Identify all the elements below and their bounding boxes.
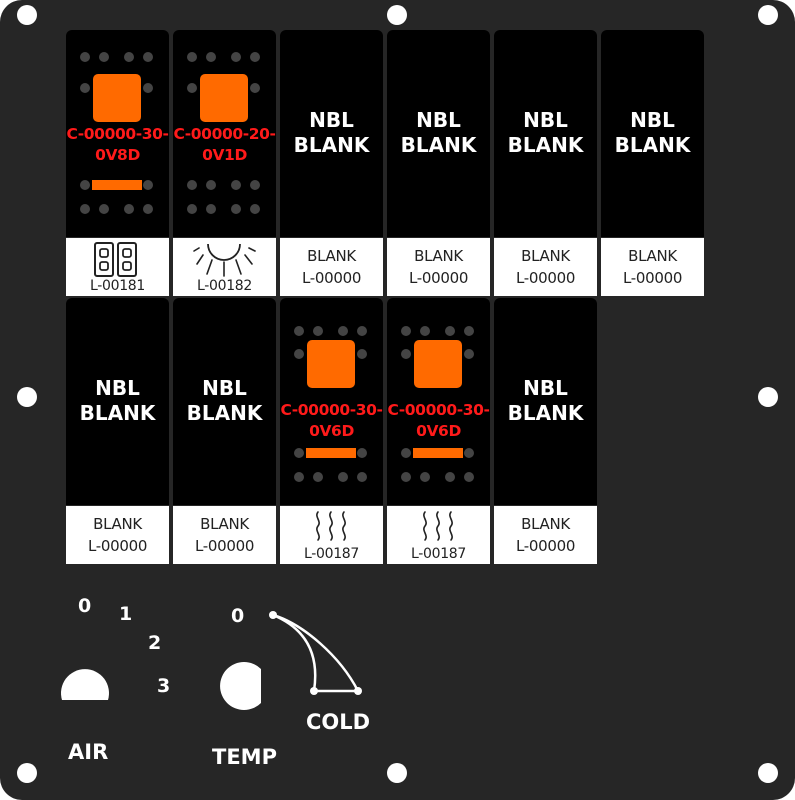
switch-legend-label: BLANK L-00000 bbox=[494, 506, 597, 564]
air-position-0: 0 bbox=[78, 595, 92, 617]
label-code: L-00000 bbox=[515, 537, 576, 555]
label-code: L-00000 bbox=[87, 537, 148, 555]
rocker-actuator-icon bbox=[401, 326, 474, 482]
switch-legend-label: BLANK L-00000 bbox=[601, 238, 704, 296]
temp-cold-label: COLD bbox=[306, 710, 371, 734]
label-title: BLANK bbox=[628, 247, 677, 265]
switch-legend-label: BLANK L-00000 bbox=[494, 238, 597, 296]
rocker-switch-10[interactable]: C-00000-30-0V6D bbox=[387, 298, 490, 505]
mounting-hole bbox=[758, 763, 778, 783]
label-code: L-00000 bbox=[301, 269, 362, 287]
mounting-hole bbox=[758, 387, 778, 407]
mounting-hole bbox=[17, 763, 37, 783]
label-code: L-00000 bbox=[622, 269, 683, 287]
label-title: BLANK bbox=[200, 515, 249, 533]
label-title: BLANK bbox=[93, 515, 142, 533]
air-position-3: 3 bbox=[157, 675, 171, 697]
switch-legend-label: BLANK L-00000 bbox=[173, 506, 276, 564]
temp-knob-hole[interactable] bbox=[216, 660, 266, 712]
label-title: BLANK bbox=[521, 515, 570, 533]
air-knob-label: AIR bbox=[68, 740, 109, 764]
label-code: L-00000 bbox=[194, 537, 255, 555]
air-knob-hole[interactable] bbox=[58, 658, 112, 708]
mounting-hole bbox=[17, 387, 37, 407]
label-code: L-00000 bbox=[515, 269, 576, 287]
switch-legend-label: L-00187 bbox=[387, 506, 490, 564]
rocker-actuator-icon bbox=[187, 52, 260, 214]
switch-code: C-00000-20-0V1D bbox=[173, 125, 276, 164]
temp-position-0: 0 bbox=[231, 605, 245, 627]
label-title: BLANK bbox=[414, 247, 463, 265]
label-code: L-00187 bbox=[410, 546, 467, 562]
rocker-switch-2[interactable]: C-00000-20-0V1D bbox=[173, 30, 276, 237]
switch-legend-label: BLANK L-00000 bbox=[387, 238, 490, 296]
switch-legend-label: L-00181 bbox=[66, 238, 169, 296]
temp-knob-label: TEMP bbox=[212, 745, 277, 769]
rocker-actuator-icon bbox=[80, 52, 153, 214]
light-rays-icon bbox=[193, 243, 256, 277]
air-position-1: 1 bbox=[119, 603, 133, 625]
rocker-switch-1[interactable]: C-00000-30-0V8D bbox=[66, 30, 169, 237]
switch-legend-label: L-00182 bbox=[173, 238, 276, 296]
switch-code: C-00000-30-0V6D bbox=[280, 401, 383, 440]
switch-legend-label: L-00187 bbox=[280, 506, 383, 564]
double-rectangle-icon bbox=[94, 242, 137, 277]
label-title: BLANK bbox=[307, 247, 356, 265]
heat-waves-icon bbox=[316, 511, 346, 541]
air-position-2: 2 bbox=[148, 632, 162, 654]
label-code: L-00182 bbox=[196, 278, 253, 294]
label-title: BLANK bbox=[521, 247, 570, 265]
label-code: L-00000 bbox=[408, 269, 469, 287]
label-code: L-00187 bbox=[303, 546, 360, 562]
mounting-hole bbox=[17, 5, 37, 25]
switch-legend-label: BLANK L-00000 bbox=[66, 506, 169, 564]
mounting-hole bbox=[387, 5, 407, 25]
heat-waves-icon bbox=[423, 511, 453, 541]
switch-legend-label: BLANK L-00000 bbox=[280, 238, 383, 296]
mounting-hole bbox=[387, 763, 407, 783]
rocker-actuator-icon bbox=[294, 326, 367, 482]
mounting-hole bbox=[758, 5, 778, 25]
switch-code: C-00000-30-0V6D bbox=[387, 401, 490, 440]
temp-range-arc-icon bbox=[269, 611, 362, 695]
rocker-switch-9[interactable]: C-00000-30-0V6D bbox=[280, 298, 383, 505]
label-code: L-00181 bbox=[89, 278, 146, 294]
switch-code: C-00000-30-0V8D bbox=[66, 125, 169, 164]
